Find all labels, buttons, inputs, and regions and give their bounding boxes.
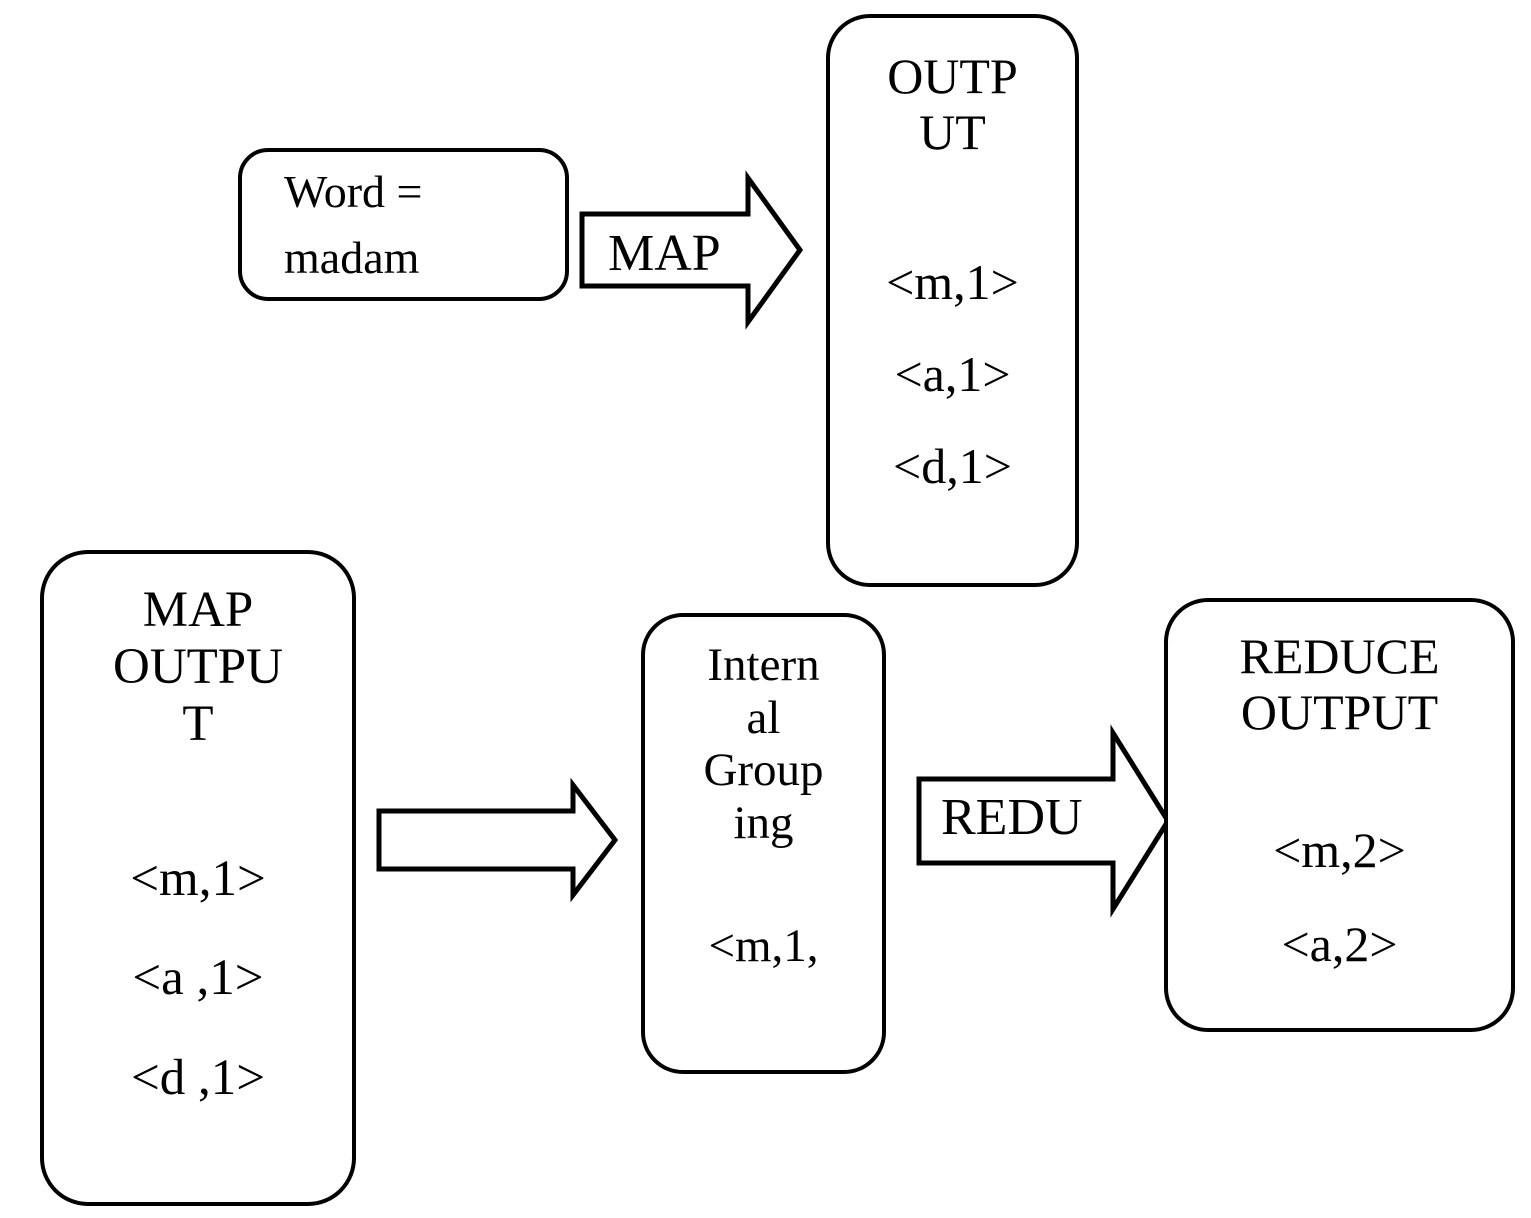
arrow-grouping[interactable] [376, 777, 619, 903]
node-map-output-left-heading-2: OUTPU [112, 639, 283, 696]
node-internal-grouping[interactable]: Intern al Group ing <m,1, [641, 613, 886, 1074]
node-reduce-output-pair-2: <a,2> [1281, 916, 1398, 972]
node-word-input-line-1: Word = [284, 166, 423, 218]
node-internal-grouping-heading-1: Intern [707, 639, 820, 691]
node-internal-grouping-heading-2: al [746, 691, 781, 744]
node-internal-grouping-heading-4: ing [733, 796, 794, 849]
node-reduce-output[interactable]: REDUCE OUTPUT <m,2> <a,2> [1164, 598, 1515, 1032]
node-internal-grouping-pair-1: <m,1, [708, 919, 819, 972]
node-map-output-top-pair-1: <m,1> [886, 254, 1019, 310]
node-map-output-top-pair-3: <d,1> [893, 438, 1012, 494]
node-reduce-output-heading-2: OUTPUT [1240, 684, 1439, 740]
node-map-output-top[interactable]: OUTP UT <m,1> <a,1> <d,1> [826, 14, 1079, 587]
node-map-output-left-pair-3: <d ,1> [130, 1049, 266, 1106]
node-map-output-left-pair-1: <m,1> [130, 851, 266, 908]
node-map-output-top-pair-2: <a,1> [894, 346, 1011, 402]
node-map-output-top-heading-1: OUTP [887, 48, 1018, 104]
node-map-output-top-heading-2: UT [919, 104, 986, 160]
node-map-output-left-pair-2: <a ,1> [132, 950, 264, 1007]
node-internal-grouping-heading-3: Group [703, 744, 824, 797]
arrow-reduce-label: REDU [941, 789, 1083, 846]
node-word-input[interactable]: Word = madam [238, 148, 569, 301]
arrow-map[interactable] [579, 170, 804, 330]
node-reduce-output-pair-1: <m,2> [1273, 822, 1406, 878]
node-word-input-line-2: madam [284, 231, 420, 283]
arrow-reduce[interactable] [916, 724, 1171, 918]
arrow-map-label: MAP [608, 225, 721, 282]
node-map-output-left-heading-3: T [182, 696, 214, 753]
node-map-output-left-heading-1: MAP [142, 582, 254, 638]
node-map-output-left[interactable]: MAP OUTPU T <m,1> <a ,1> <d ,1> [40, 550, 356, 1206]
node-reduce-output-heading-1: REDUCE [1239, 628, 1440, 684]
